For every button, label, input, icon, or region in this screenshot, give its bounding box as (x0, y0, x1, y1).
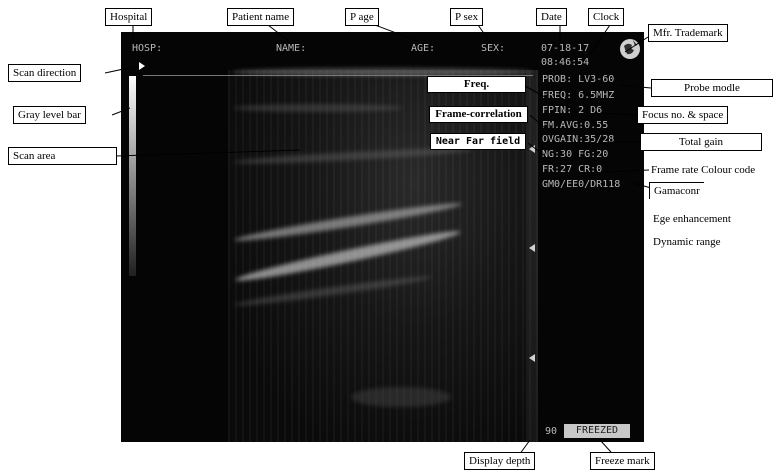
callout-clock: Clock (588, 8, 624, 26)
callout-hospital: Hospital (105, 8, 152, 26)
callout-scan-area: Scan area (8, 147, 117, 165)
callout-edge-enhancement: Ege enhancement (653, 212, 731, 226)
callout-frame-rate-colour: Frame rate Colour code (651, 163, 755, 177)
callout-patient-name: Patient name (227, 8, 294, 26)
callout-display-depth: Display depth (464, 452, 535, 470)
callout-scan-direction: Scan direction (8, 64, 81, 82)
callout-gray-level-bar: Gray level bar (13, 106, 86, 124)
callout-total-gain: Total gain (640, 133, 762, 151)
callout-gamma: Gamaconr (649, 182, 704, 199)
callout-focus: Focus no. & space (637, 106, 728, 124)
callout-dynamic-range: Dynamic range (653, 235, 721, 249)
callout-probe-model: Probe modle (651, 79, 773, 97)
callout-p-sex: P sex (450, 8, 483, 26)
callout-freeze-mark: Freeze mark (590, 452, 655, 470)
callout-p-age: P age (345, 8, 379, 26)
callout-trademark: Mfr. Trademark (648, 24, 728, 42)
callout-date: Date (536, 8, 567, 26)
